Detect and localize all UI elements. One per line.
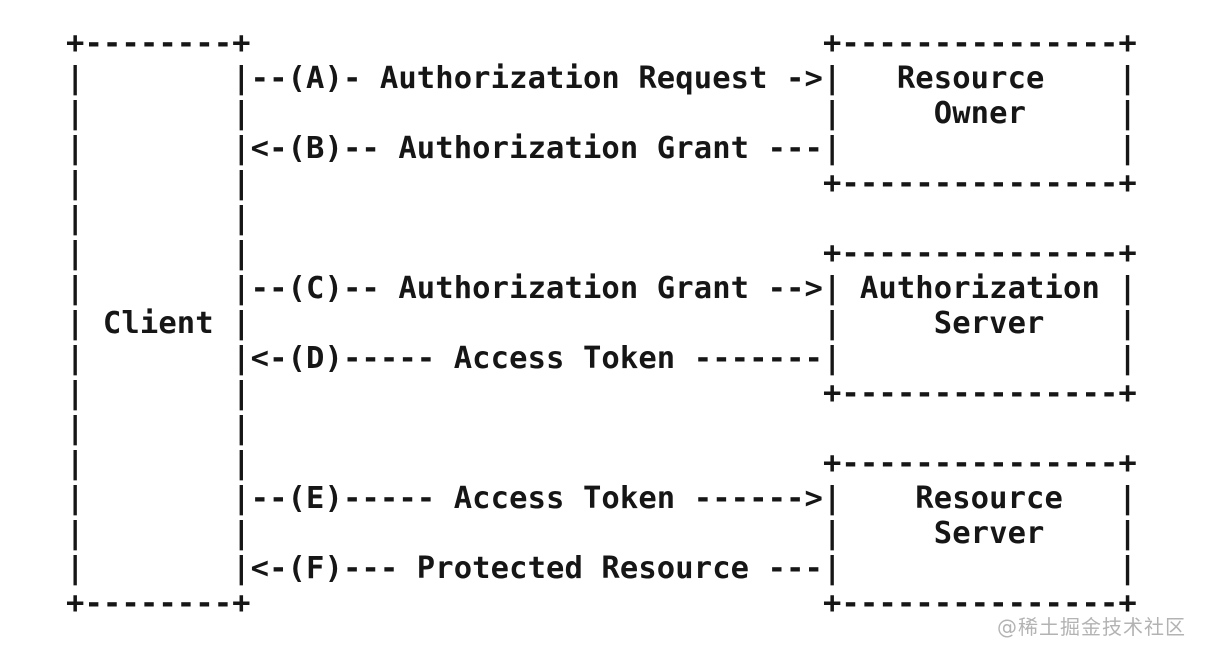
watermark-text: @稀土掘金技术社区 <box>997 615 1186 639</box>
ascii-art-protocol-flow: +--------+ +---------------+ | |--(A)- A… <box>66 26 1137 621</box>
